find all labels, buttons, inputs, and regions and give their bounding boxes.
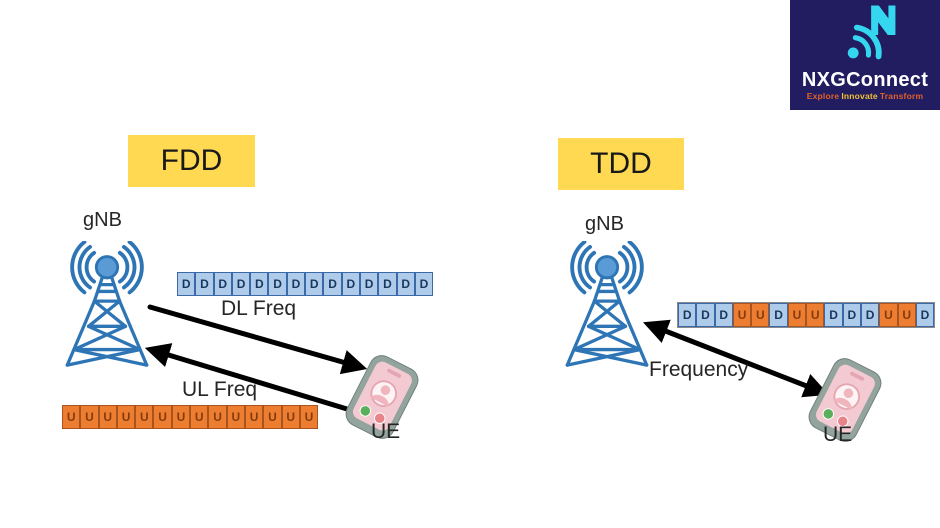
slot-u: U (787, 303, 807, 327)
slot-u: U (190, 405, 209, 429)
slot-d: D (195, 272, 214, 296)
tdd-gnb-tower-icon (544, 241, 670, 369)
fdd-gnb-tower-icon (44, 241, 170, 369)
nxgconnect-logo-icon (832, 3, 900, 67)
slot-u: U (153, 405, 172, 429)
slot-d: D (231, 272, 251, 296)
slot-u: U (80, 405, 99, 429)
slot-u: U (299, 405, 319, 429)
slot-u: U (281, 405, 300, 429)
slot-d: D (268, 272, 287, 296)
slot-d: D (177, 272, 196, 296)
logo-tagline-word: Explore (806, 91, 840, 101)
slot-d: D (359, 272, 379, 296)
slot-u: U (226, 405, 245, 429)
slot-u: U (897, 303, 916, 327)
slot-d: D (286, 272, 306, 296)
slot-d: D (396, 272, 415, 296)
slot-u: U (135, 405, 154, 429)
slot-u: U (806, 303, 825, 327)
slot-u: U (98, 405, 117, 429)
slot-u: U (751, 303, 770, 327)
slot-u: U (244, 405, 264, 429)
slot-d: D (414, 272, 434, 296)
tdd-gnb-label: gNB (585, 213, 624, 235)
logo-name: NXGConnect (801, 69, 929, 91)
fdd-ul-freq-label: UL Freq (182, 378, 258, 401)
slot-d: D (341, 272, 360, 296)
slot-d: D (378, 272, 397, 296)
fdd-ue-label: UE (371, 420, 401, 443)
logo-tagline-word: Transform (879, 91, 924, 101)
tdd-title-badge: TDD (558, 138, 684, 190)
logo-tagline-word: Innovate (841, 91, 878, 101)
slot-u: U (171, 405, 191, 429)
slot-u: U (732, 303, 752, 327)
slot-d: D (769, 303, 788, 327)
slot-d: D (305, 272, 324, 296)
slot-u: U (62, 405, 81, 429)
slot-u: U (263, 405, 282, 429)
tdd-title: TDD (590, 147, 652, 180)
fdd-title-badge: FDD (128, 135, 255, 187)
slot-d: D (678, 303, 697, 327)
slot-d: D (250, 272, 269, 296)
slot-d: D (323, 272, 342, 296)
slot-d: D (915, 303, 935, 327)
fdd-title: FDD (160, 144, 223, 177)
slot-u: U (208, 405, 227, 429)
slot-u: U (879, 303, 898, 327)
slot-d: D (714, 303, 733, 327)
fdd-gnb-label: gNB (83, 209, 122, 231)
slot-d: D (824, 303, 843, 327)
tdd-frequency-label: Frequency (649, 358, 749, 381)
slot-u: U (116, 405, 136, 429)
slot-d: D (696, 303, 715, 327)
slot-d: D (213, 272, 232, 296)
slot-d: D (860, 303, 880, 327)
tdd-ue-label: UE (823, 423, 853, 446)
fdd-dl-freq-label: DL Freq (221, 297, 297, 320)
slot-d: D (842, 303, 861, 327)
